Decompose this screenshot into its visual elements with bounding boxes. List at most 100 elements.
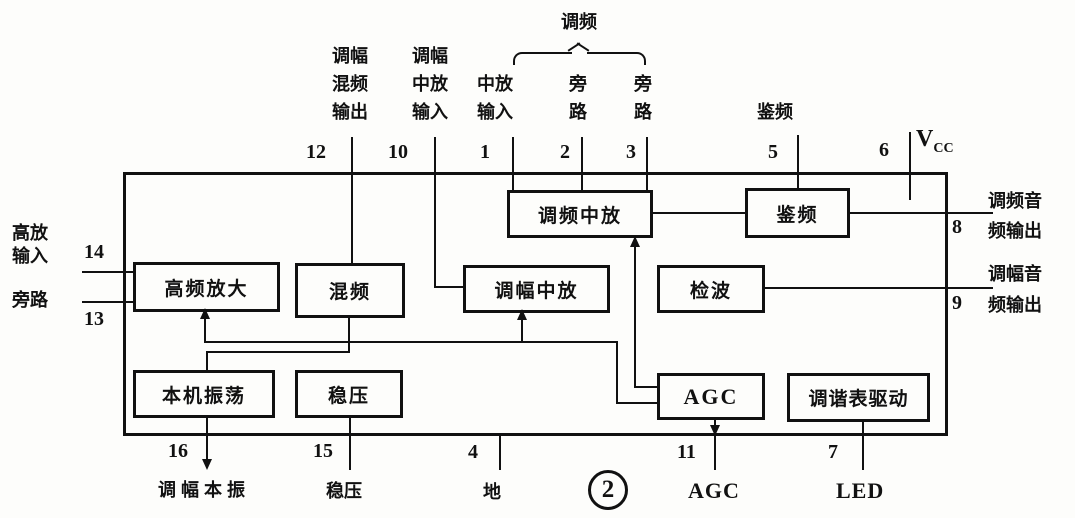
block-regulator-label: 稳压 [327,385,370,407]
pin11-number: 11 [677,441,696,463]
block-meter-drive: 调谐表驱动 [787,373,930,422]
pin9-label: 调幅音 频输出 [988,259,1068,321]
pin1-number: 1 [480,141,490,163]
block-local-oscillator-label: 本机振荡 [161,385,246,407]
pin8-number: 8 [952,216,962,238]
pin10-stub [434,137,436,172]
pin13-number: 13 [84,308,104,330]
pin10-number: 10 [388,141,408,163]
fm-brace-cusp-right [576,42,590,52]
block-regulator: 稳压 [295,370,403,418]
wire-agc-to-rf-amp [204,310,206,343]
fm-brace-right [587,52,646,65]
pin16-number: 16 [168,440,188,462]
pin7-number: 7 [828,441,838,463]
pin3-label-line2: 路 [634,102,652,122]
block-meter-drive-label: 调谐表驱动 [808,389,909,410]
pin4-number: 4 [468,441,478,463]
block-fm-if-amplifier: 调频中放 [507,190,653,238]
pin14-label-line1: 高放 [12,223,48,243]
wire-pin12-to-mixer [351,172,353,263]
wire-agc-to-am-if [521,311,523,343]
pin15-number: 15 [313,440,333,462]
block-mixer: 混频 [295,263,405,318]
fm-brace-left [513,52,572,65]
block-agc-label: AGC [683,383,739,409]
pin1-label-line2: 输入 [477,102,513,122]
agc-am-if-arrow-up [517,309,527,320]
block-fm-detector: 鉴频 [745,188,850,238]
pin11-stub [714,414,716,470]
pin9-line [759,287,993,289]
wire-agc-left-lower [616,402,659,404]
pin10-label-line2: 中放 [412,74,448,94]
block-fm-if-amplifier-label: 调频中放 [537,205,622,227]
pin14-label-line2: 输入 [12,246,48,266]
pin5-stub [797,135,799,188]
pin1-label: 中放 输入 [471,70,519,126]
pin7-label: LED [836,478,885,503]
block-mixer-label: 混频 [328,282,371,303]
wire-osc-up [206,352,208,371]
pin8-label-line2: 频输出 [988,221,1042,241]
agc-rf-amp-arrow-up [200,308,210,319]
block-am-if-amplifier: 调幅中放 [463,265,610,313]
vcc-v: V [916,126,934,152]
pin13-line [82,301,135,303]
pin3-number: 3 [626,141,636,163]
wire-pin10-drop [434,172,436,288]
pin8-label-line1: 调频音 [988,191,1042,211]
pin12-stub [351,137,353,172]
pin7-stub [862,416,864,470]
vcc-sub: CC [933,140,954,156]
pin3-label: 旁 路 [631,70,655,126]
pin15-label: 稳压 [326,481,362,501]
pin11-label: AGC [688,478,740,503]
pin2-label: 旁 路 [566,70,590,126]
block-am-if-amplifier-label: 调幅中放 [494,280,579,302]
pin11-arrow-down [710,425,720,436]
block-agc: AGC [657,373,765,420]
block-rf-amplifier: 高频放大 [133,262,280,312]
figure-number-badge: 2 [588,470,628,510]
wire-agc-to-fm-if [634,238,636,388]
pin14-label: 高放 输入 [12,222,60,268]
pin8-label: 调频音 频输出 [988,186,1068,246]
pin12-label-line2: 混频 [332,74,368,94]
pin10-label: 调幅 中放 输入 [406,42,454,126]
pin2-number: 2 [560,141,570,163]
pin1-label-line1: 中放 [477,74,513,94]
pin9-label-line1: 调幅音 [988,264,1042,284]
fm-group-label: 调频 [561,12,597,32]
wire-pin10-to-am-if [434,286,463,288]
block-local-oscillator: 本机振荡 [133,370,275,418]
pin16-stub [206,412,208,468]
pin12-number: 12 [306,141,326,163]
vcc-label: VCC [916,126,954,157]
block-fm-detector-label: 鉴频 [776,204,819,226]
pin3-label-line1: 旁 [634,74,652,94]
figure-number: 2 [601,476,615,503]
pin12-label: 调幅 混频 输出 [326,42,374,126]
agc-fm-if-arrow-up [630,236,640,247]
pin9-label-line2: 频输出 [988,295,1042,315]
block-am-detector-label: 检波 [689,280,732,302]
pin2-label-line1: 旁 [569,74,587,94]
pin10-label-line3: 输入 [412,102,448,122]
pin13-label: 旁路 [12,290,48,310]
pin9-number: 9 [952,292,962,314]
pin5-label: 鉴频 [757,102,793,122]
pin6-stub [909,132,911,200]
pin2-label-line2: 路 [569,102,587,122]
pin8-line [844,212,993,214]
pin12-label-line1: 调幅 [332,46,368,66]
chip-outline [123,172,948,436]
pin4-label: 地 [483,482,501,502]
wire-agc-corner [616,341,618,404]
pin4-stub [499,433,501,470]
block-am-detector: 检波 [657,265,765,313]
pin10-label-line1: 调幅 [412,46,448,66]
pin15-stub [349,412,351,470]
wire-osc-to-mixer [348,314,350,353]
